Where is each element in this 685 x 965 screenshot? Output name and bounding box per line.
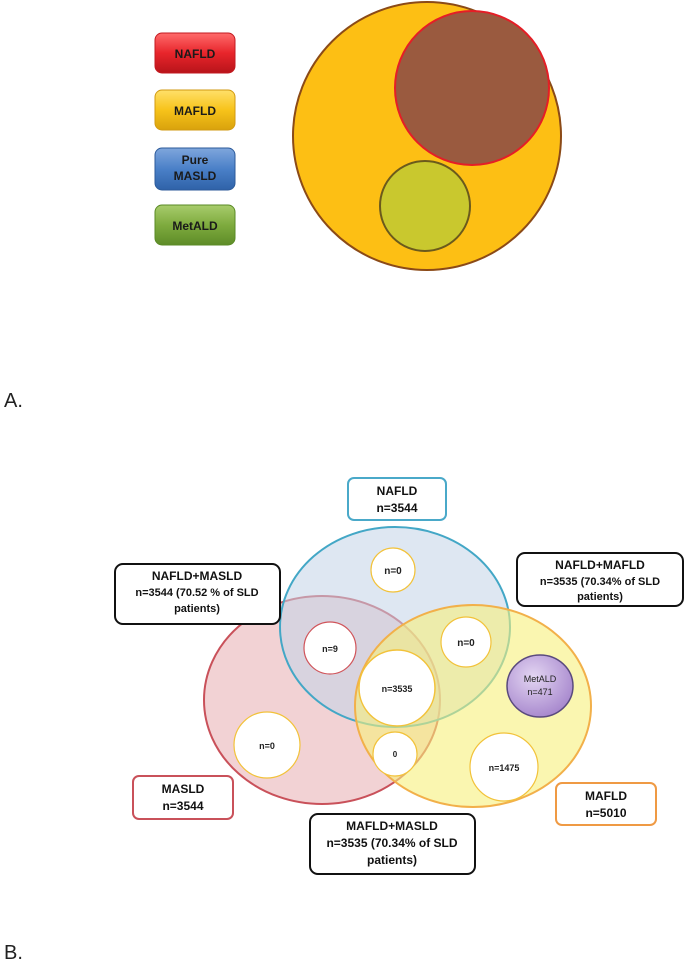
panel-a-diagram xyxy=(292,1,562,271)
metald-bubble-count: n=471 xyxy=(527,687,552,697)
box-mafld: MAFLD n=5010 xyxy=(555,782,657,826)
box-masld-count: n=3544 xyxy=(162,799,203,813)
count-nafld-only-label: n=0 xyxy=(384,566,402,577)
box-nafld-mafld-note: patients) xyxy=(577,591,623,603)
box-masld-title: MASLD xyxy=(162,782,205,796)
nafld-brown-circle xyxy=(394,10,550,166)
box-mafld-masld-title: MAFLD+MASLD xyxy=(346,819,438,833)
count-masld-mafld-only: 0 xyxy=(372,731,418,777)
count-all-three: n=3535 xyxy=(358,649,436,727)
panel-b-letter: B. xyxy=(4,942,23,964)
box-nafld-masld-count: n=3544 (70.52 % of SLD xyxy=(135,587,258,599)
legend-nafld-label: NAFLD xyxy=(175,47,216,61)
box-mafld-masld-note: patients) xyxy=(367,853,417,867)
count-nafld-only: n=0 xyxy=(370,547,416,593)
legend-pure-masld-swatch xyxy=(154,147,236,191)
legend-nafld-swatch xyxy=(154,32,236,74)
box-mafld-masld: MAFLD+MASLD n=3535 (70.34% of SLD patien… xyxy=(309,813,476,875)
metald-bubble-title: MetALD xyxy=(524,674,557,684)
box-nafld-mafld-title: NAFLD+MAFLD xyxy=(555,558,645,572)
legend-metald-label: MetALD xyxy=(172,219,218,233)
legend-mafld-label: MAFLD xyxy=(174,104,216,118)
count-masld-only: n=0 xyxy=(233,711,301,779)
count-nafld-mafld-only: n=0 xyxy=(440,616,492,668)
box-nafld-title: NAFLD xyxy=(377,484,418,498)
legend-pure-masld-label-2: MASLD xyxy=(174,169,217,183)
count-masld-mafld-only-label: 0 xyxy=(393,750,398,759)
box-nafld-count: n=3544 xyxy=(376,501,417,515)
legend-metald-swatch xyxy=(154,204,236,246)
box-mafld-title: MAFLD xyxy=(585,789,627,803)
box-mafld-masld-count: n=3535 (70.34% of SLD xyxy=(326,836,457,850)
legend-mafld-swatch xyxy=(154,89,236,131)
metald-bubble: MetALD n=471 xyxy=(506,654,574,718)
box-masld: MASLD n=3544 xyxy=(132,775,234,820)
box-nafld-masld-note: patients) xyxy=(174,603,220,615)
box-nafld: NAFLD n=3544 xyxy=(347,477,447,521)
panel-a-letter: A. xyxy=(4,390,23,412)
count-mafld-only: n=1475 xyxy=(469,732,539,802)
count-masld-only-label: n=0 xyxy=(259,741,275,751)
box-nafld-masld: NAFLD+MASLD n=3544 (70.52 % of SLD patie… xyxy=(114,563,281,625)
count-nafld-mafld-only-label: n=0 xyxy=(457,638,475,649)
legend-mafld: MAFLD xyxy=(154,89,236,131)
count-nafld-masld-only-label: n=9 xyxy=(322,644,338,654)
box-nafld-mafld-count: n=3535 (70.34% of SLD xyxy=(540,576,660,588)
legend-pure-masld-label-1: Pure xyxy=(182,153,209,167)
count-mafld-only-label: n=1475 xyxy=(489,763,520,773)
count-all-three-label: n=3535 xyxy=(382,684,413,694)
legend-nafld: NAFLD xyxy=(154,32,236,74)
box-mafld-count: n=5010 xyxy=(585,806,626,820)
box-nafld-masld-title: NAFLD+MASLD xyxy=(152,569,243,583)
count-nafld-masld-only: n=9 xyxy=(303,621,357,675)
legend-metald: MetALD xyxy=(154,204,236,246)
metald-green-circle xyxy=(379,160,471,252)
box-nafld-mafld: NAFLD+MAFLD n=3535 (70.34% of SLD patien… xyxy=(516,552,684,607)
legend-pure-masld: Pure MASLD xyxy=(154,147,236,191)
panel-a-legend: NAFLD MAFLD Pure MASLD MetALD xyxy=(154,32,236,246)
